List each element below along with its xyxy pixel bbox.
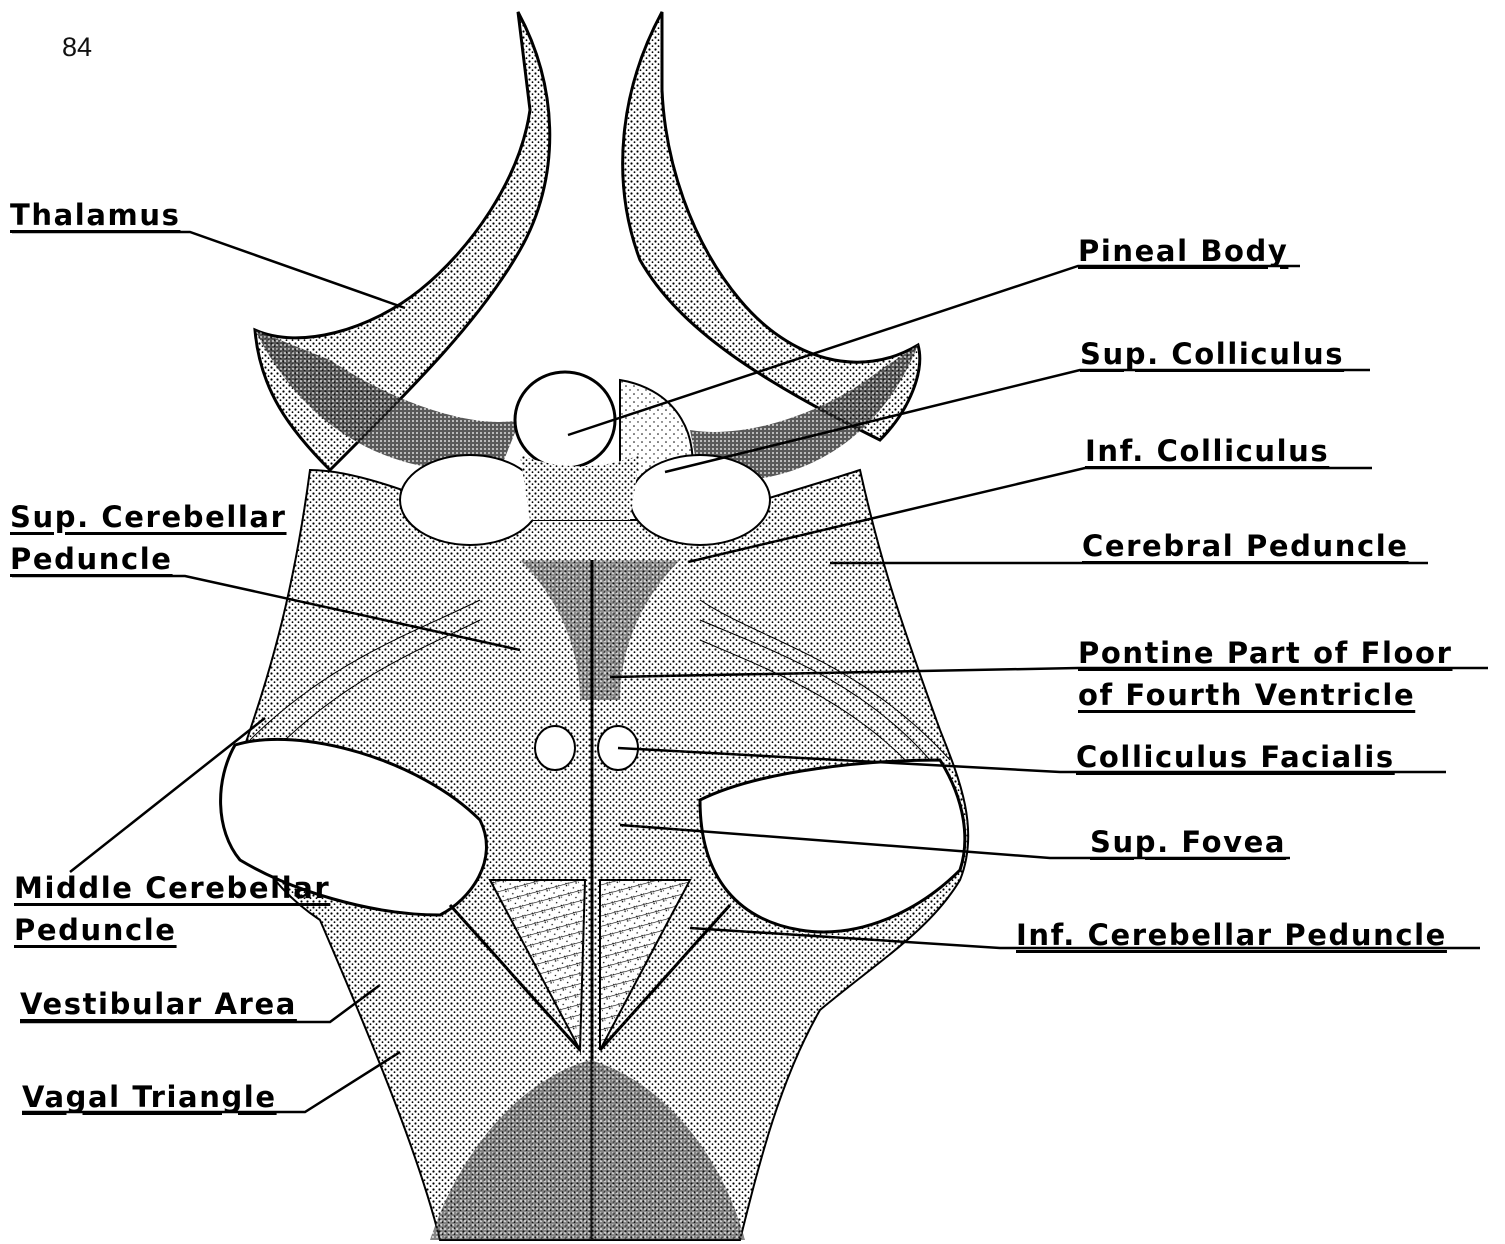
leader-thalamus: [12, 232, 405, 308]
label-sup-fovea: Sup. Fovea: [1090, 823, 1286, 861]
label-pontine-part-line2: of Fourth Ventricle: [1078, 676, 1415, 714]
label-sup-cerebellar-peduncle-line1: Sup. Cerebellar: [10, 498, 287, 536]
label-thalamus: Thalamus: [10, 196, 180, 234]
label-pineal-body: Pineal Body: [1078, 232, 1288, 270]
label-sup-cerebellar-peduncle-line2: Peduncle: [10, 540, 173, 578]
page-number: 84: [62, 32, 92, 63]
label-pontine-part-line1: Pontine Part of Floor: [1078, 634, 1452, 672]
label-inf-cerebellar-peduncle: Inf. Cerebellar Peduncle: [1016, 916, 1447, 954]
label-colliculus-facialis: Colliculus Facialis: [1076, 738, 1395, 776]
label-sup-colliculus: Sup. Colliculus: [1080, 335, 1344, 373]
label-vestibular-area: Vestibular Area: [20, 985, 297, 1023]
label-vagal-triangle: Vagal Triangle: [22, 1078, 277, 1116]
label-middle-cerebellar-peduncle-line2: Peduncle: [14, 911, 177, 949]
label-middle-cerebellar-peduncle-line1: Middle Cerebellar: [14, 869, 330, 907]
label-cerebral-peduncle: Cerebral Peduncle: [1082, 527, 1409, 565]
label-inf-colliculus: Inf. Colliculus: [1085, 432, 1329, 470]
colliculi: [400, 372, 770, 545]
